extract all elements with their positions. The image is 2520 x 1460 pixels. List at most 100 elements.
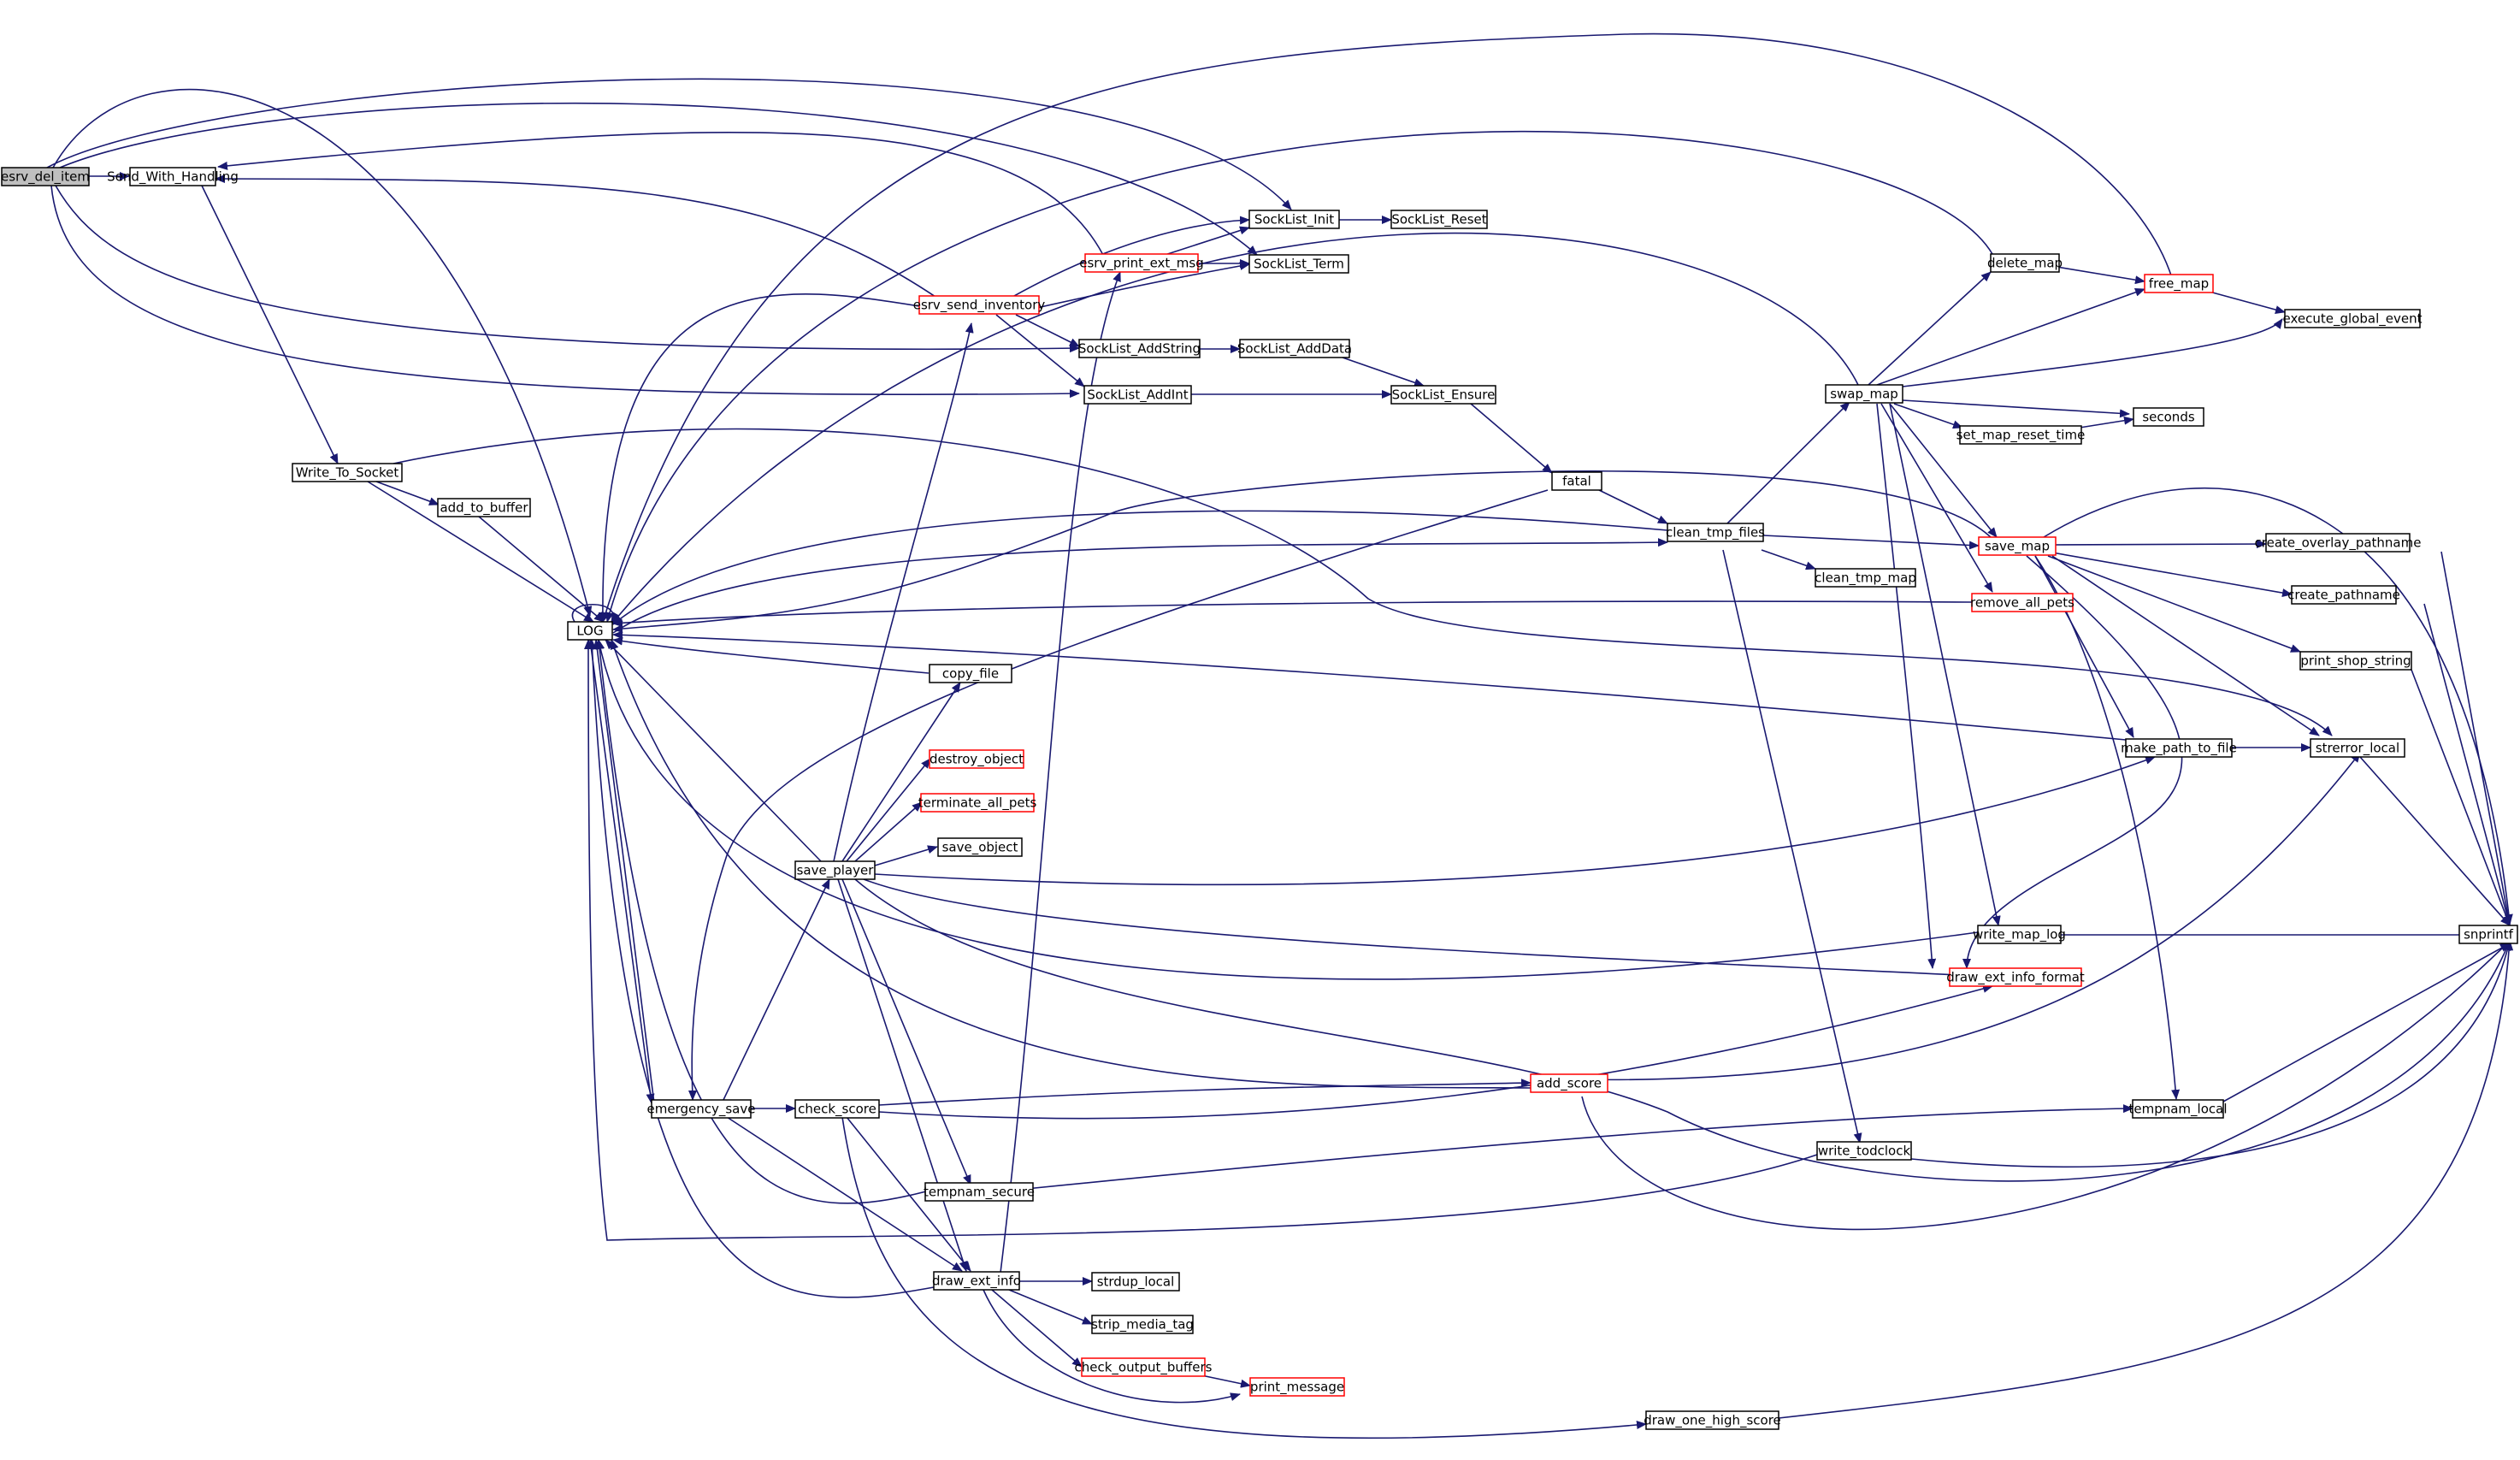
node-box: [1959, 425, 2082, 445]
edge-save_player-draw_ext_info: [837, 878, 968, 1272]
node-label: SockList_Reset: [1391, 212, 1486, 228]
node-check_score[interactable]: check_score: [794, 1099, 880, 1119]
node-LOG[interactable]: LOG: [567, 621, 613, 641]
edge-check_score-draw_ext_info_format: [878, 984, 1993, 1120]
node-label: strip_media_tag: [1091, 1317, 1194, 1333]
node-label: create_pathname: [2287, 588, 2400, 604]
edge-swap_map-free_map: [1876, 287, 2145, 386]
node-box: [1530, 1073, 1608, 1093]
edge-add_score-snprintf: [1581, 940, 2511, 1231]
node-label: execute_global_event: [2283, 311, 2423, 328]
edge-draw_one_high_score-snprintf: [1778, 940, 2514, 1419]
edge-esrv_del_item-SockList_AddString: [55, 185, 1080, 353]
node-box: [1390, 210, 1488, 229]
edge-set_map_reset_time-seconds: [2079, 416, 2134, 429]
node-SockList_Reset[interactable]: SockList_Reset: [1390, 210, 1488, 229]
node-clean_tmp_files[interactable]: clean_tmp_files: [1666, 523, 1765, 542]
edge-add_score-LOG: [610, 639, 1531, 1089]
node-check_output_buffers[interactable]: check_output_buffers: [1075, 1357, 1213, 1377]
node-tempnam_local[interactable]: tempnam_local: [2128, 1099, 2228, 1119]
node-make_path_to_file[interactable]: make_path_to_file: [2121, 738, 2237, 758]
node-label: free_map: [2149, 276, 2209, 293]
node-print_shop_string[interactable]: print_shop_string: [2299, 651, 2412, 671]
node-label: Send_With_Handling: [107, 169, 239, 186]
edge-swap_map-remove_all_pets: [1880, 403, 1993, 593]
node-create_overlay_pathname[interactable]: create_overlay_pathname: [2255, 533, 2422, 553]
edge-check_score-draw_one_high_score: [841, 1116, 1647, 1439]
node-esrv_del_item[interactable]: esrv_del_item: [1, 167, 90, 186]
node-destroy_object[interactable]: destroy_object: [929, 749, 1024, 769]
node-label: seconds: [2142, 410, 2194, 425]
node-draw_one_high_score[interactable]: draw_one_high_score: [1644, 1410, 1781, 1430]
node-tempnam_secure[interactable]: tempnam_secure: [924, 1182, 1035, 1202]
node-set_map_reset_time[interactable]: set_map_reset_time: [1956, 425, 2086, 445]
node-write_map_log[interactable]: write_map_log: [1973, 925, 2066, 944]
edge-save_player-draw_ext_info_format: [863, 878, 1993, 981]
node-SockList_AddInt[interactable]: SockList_AddInt: [1083, 385, 1192, 405]
node-swap_map[interactable]: swap_map: [1825, 384, 1903, 404]
edge-create_pathname-snprintf: [2423, 603, 2512, 926]
node-box: [1249, 1377, 1345, 1397]
node-emergency_save[interactable]: emergency_save: [647, 1099, 756, 1119]
node-create_pathname[interactable]: create_pathname: [2287, 585, 2400, 605]
node-label: write_todclock: [1818, 1144, 1911, 1160]
node-strerror_local[interactable]: strerror_local: [2310, 738, 2405, 758]
node-print_message[interactable]: print_message: [1249, 1377, 1345, 1397]
node-add_score[interactable]: add_score: [1530, 1073, 1608, 1093]
node-box: [2133, 407, 2204, 427]
node-delete_map[interactable]: delete_map: [1987, 253, 2063, 273]
edge-clean_tmp_files-write_todclock: [1722, 549, 1862, 1144]
node-write_todclock[interactable]: write_todclock: [1816, 1141, 1912, 1161]
node-esrv_print_ext_msg[interactable]: esrv_print_ext_msg: [1079, 253, 1204, 273]
node-label: draw_ext_info_format: [1946, 970, 2085, 986]
node-label: check_score: [798, 1102, 876, 1118]
edge-save_player-copy_file: [841, 682, 961, 862]
edge-save_player-tempnam_secure: [841, 878, 971, 1185]
edge-emergency_save-LOG: [593, 639, 655, 1104]
edge-esrv_send_inventory-SockList_AddInt: [995, 314, 1085, 387]
node-box: [1078, 339, 1201, 358]
node-box: [1091, 1315, 1194, 1334]
node-seconds[interactable]: seconds: [2133, 407, 2204, 427]
node-remove_all_pets[interactable]: remove_all_pets: [1970, 593, 2074, 612]
node-Send_With_Handling[interactable]: Send_With_Handling: [107, 167, 239, 186]
node-SockList_AddString[interactable]: SockList_AddString: [1078, 339, 1201, 358]
node-save_map[interactable]: save_map: [1978, 536, 2057, 556]
node-box: [937, 837, 1023, 857]
edge-create_overlay_pathname-snprintf: [2440, 551, 2512, 926]
node-save_object[interactable]: save_object: [937, 837, 1023, 857]
node-add_to_buffer[interactable]: add_to_buffer: [437, 498, 531, 517]
node-label: SockList_AddData: [1237, 341, 1352, 358]
node-label: destroy_object: [930, 752, 1024, 768]
node-box: [1971, 593, 2074, 612]
node-label: swap_map: [1830, 387, 1898, 403]
node-Write_To_Socket[interactable]: Write_To_Socket: [292, 463, 403, 482]
node-strdup_local[interactable]: strdup_local: [1091, 1272, 1180, 1292]
node-SockList_Term[interactable]: SockList_Term: [1248, 254, 1349, 274]
node-SockList_AddData[interactable]: SockList_AddData: [1237, 339, 1352, 358]
edge-write_todclock-LOG: [584, 639, 1818, 1241]
node-copy_file[interactable]: copy_file: [929, 664, 1012, 683]
node-strip_media_tag[interactable]: strip_media_tag: [1091, 1315, 1194, 1334]
edge-save_map-snprintf: [2043, 487, 2513, 925]
edge-fatal-clean_tmp_files: [1598, 489, 1668, 524]
node-esrv_send_inventory[interactable]: esrv_send_inventory: [913, 295, 1046, 315]
edge-esrv_send_inventory-Send_With_Handling: [215, 174, 950, 307]
edge-esrv_print_ext_msg-Send_With_Handling: [217, 131, 1104, 256]
node-clean_tmp_map[interactable]: clean_tmp_map: [1815, 568, 1916, 588]
node-label: SockList_Init: [1254, 212, 1334, 228]
node-terminate_all_pets[interactable]: terminate_all_pets: [918, 793, 1037, 813]
node-fatal[interactable]: fatal: [1551, 471, 1602, 491]
edge-save_map-tempnam_local: [2034, 555, 2181, 1100]
node-draw_ext_info[interactable]: draw_ext_info: [932, 1271, 1021, 1291]
node-snprintf[interactable]: snprintf: [2458, 925, 2518, 944]
node-execute_global_event[interactable]: execute_global_event: [2283, 309, 2423, 328]
node-label: remove_all_pets: [1970, 595, 2074, 612]
edge-check_score-draw_ext_info: [846, 1116, 971, 1272]
node-draw_ext_info_format[interactable]: draw_ext_info_format: [1946, 967, 2085, 987]
node-save_player[interactable]: save_player: [794, 860, 876, 880]
node-label: SockList_AddString: [1078, 341, 1201, 358]
node-SockList_Ensure[interactable]: SockList_Ensure: [1390, 385, 1496, 405]
node-SockList_Init[interactable]: SockList_Init: [1248, 210, 1340, 229]
node-free_map[interactable]: free_map: [2144, 274, 2214, 293]
